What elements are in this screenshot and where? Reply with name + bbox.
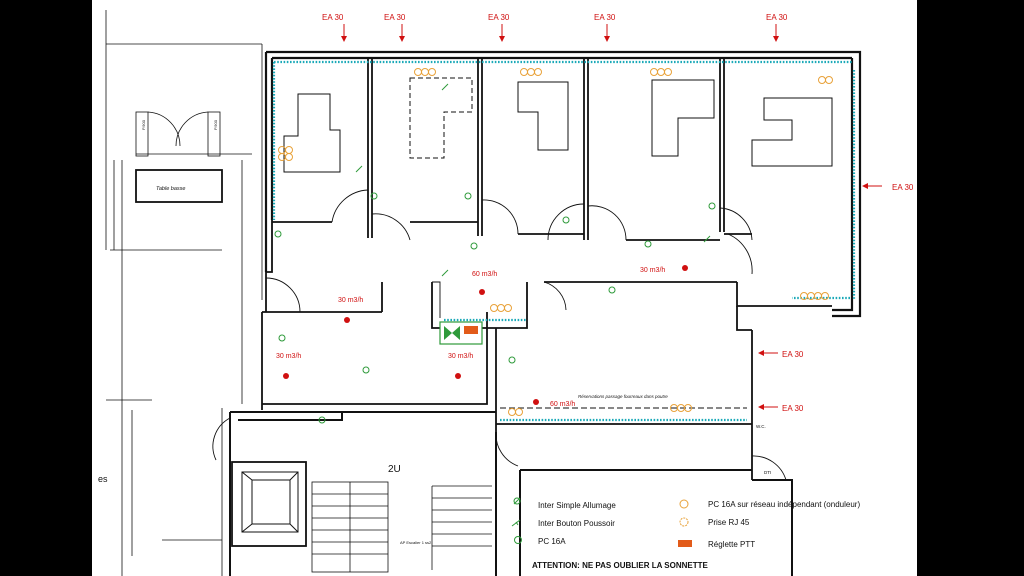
inlet-top-5-label: EA 30 — [766, 13, 788, 22]
legend-item-pc16a: PC 16A — [514, 536, 566, 546]
socket-clusters — [278, 68, 833, 416]
flow-hall: 60 m3/h — [472, 271, 497, 278]
ptt-block — [439, 321, 483, 345]
inlet-right-1: EA 30 — [862, 183, 914, 192]
wc-label: W.C. — [756, 424, 766, 429]
stairs: AP Escalier 1 ss2 — [311, 481, 492, 573]
cable-trunking — [272, 60, 856, 422]
flow-room-a: 30 m3/h — [338, 297, 363, 304]
legend-label-ptt: Réglette PTT — [708, 540, 755, 549]
pc16a-icon — [514, 536, 522, 544]
door-label-1: P.900 — [141, 119, 146, 130]
inlet-top-2: EA 30 — [384, 13, 406, 42]
rj45-icon — [679, 517, 689, 527]
inlet-top-3-label: EA 30 — [488, 13, 510, 22]
flow-lower: 60 m3/h — [550, 401, 575, 408]
top-inlets: EA 30 EA 30 EA 30 EA 30 EA 30 — [322, 13, 788, 42]
lift — [231, 461, 307, 547]
right-inlets: EA 30 EA 30 EA 30 — [758, 183, 914, 413]
extraction-points: 30 m3/h 30 m3/h 30 m3/h 60 m3/h 30 m3/h … — [276, 265, 688, 408]
lower-walls — [229, 411, 793, 576]
table-basse-label: Table basse — [156, 186, 185, 192]
smoke-label: DTI — [764, 470, 771, 475]
desks — [283, 77, 833, 173]
floor-plan: EA 30 EA 30 EA 30 EA 30 EA 30 EA 30 EA 3… — [98, 10, 914, 576]
pc16a-onduleur-icon — [679, 499, 689, 509]
legend-item-inter-poussoir: Inter Bouton Poussoir — [511, 519, 615, 528]
flow-corridor: 30 m3/h — [640, 267, 665, 274]
edge-label: es — [98, 474, 108, 484]
main-walls — [264, 50, 862, 318]
inlet-right-3: EA 30 — [758, 404, 804, 413]
legend-item-inter-simple: Inter Simple Allumage — [513, 497, 616, 510]
inlet-right-2: EA 30 — [758, 350, 804, 359]
legend-label-inter-simple: Inter Simple Allumage — [538, 501, 616, 510]
stair-label: AP Escalier 1 ss2 — [400, 540, 432, 545]
table-basse: Table basse — [135, 169, 223, 203]
inlet-top-1: EA 30 — [322, 13, 347, 42]
floor-plan-sheet: EA 30 EA 30 EA 30 EA 30 EA 30 EA 30 EA 3… — [92, 0, 917, 576]
inlet-top-4: EA 30 — [594, 13, 616, 42]
legend-label-inter-poussoir: Inter Bouton Poussoir — [538, 519, 615, 528]
legend-item-ptt: Réglette PTT — [678, 540, 755, 549]
legend-item-rj45: Prise RJ 45 — [679, 517, 750, 527]
extraction-dot-hall — [479, 289, 485, 295]
inlet-top-4-label: EA 30 — [594, 13, 616, 22]
room-partitions — [261, 58, 832, 480]
inter-simple-icon — [513, 497, 521, 505]
warning-note: ATTENTION: NE PAS OUBLIER LA SONNETTE — [532, 561, 709, 570]
site-lines — [105, 10, 263, 576]
inter-poussoir-icon — [511, 519, 521, 527]
inlet-top-2-label: EA 30 — [384, 13, 406, 22]
inlet-right-1-label: EA 30 — [892, 183, 914, 192]
extraction-dot-lower — [533, 399, 539, 405]
legend-label-pc16a: PC 16A — [538, 537, 566, 546]
door-label-2: P.900 — [213, 119, 218, 130]
entrance-doors: P.900 P.900 — [135, 111, 221, 157]
inlet-top-5: EA 30 — [766, 13, 788, 42]
legend: Inter Simple Allumage Inter Bouton Pouss… — [511, 497, 860, 549]
flow-room-c: 30 m3/h — [448, 353, 473, 360]
inlet-right-3-label: EA 30 — [782, 404, 804, 413]
green-symbols — [274, 83, 716, 424]
inlet-right-2-label: EA 30 — [782, 350, 804, 359]
reglette-ptt-icon — [678, 540, 692, 547]
beam-note: Réservations passage fourreaux dans pout… — [578, 394, 668, 399]
legend-item-pc16a-onduleur: PC 16A sur réseau indépendant (onduleur) — [679, 499, 860, 509]
room-doors — [212, 189, 787, 481]
flow-room-b: 30 m3/h — [276, 353, 301, 360]
legend-label-pc16a-onduleur: PC 16A sur réseau indépendant (onduleur) — [708, 500, 860, 509]
extraction-dot-a — [344, 317, 350, 323]
extraction-dot-corridor — [682, 265, 688, 271]
beam-reservation: Réservations passage fourreaux dans pout… — [500, 394, 747, 409]
inlet-top-1-label: EA 30 — [322, 13, 344, 22]
floor-label: 2U — [388, 464, 401, 475]
inlet-top-3: EA 30 — [488, 13, 510, 42]
extraction-dot-c — [455, 373, 461, 379]
extraction-dot-b — [283, 373, 289, 379]
legend-label-rj45: Prise RJ 45 — [708, 518, 750, 527]
